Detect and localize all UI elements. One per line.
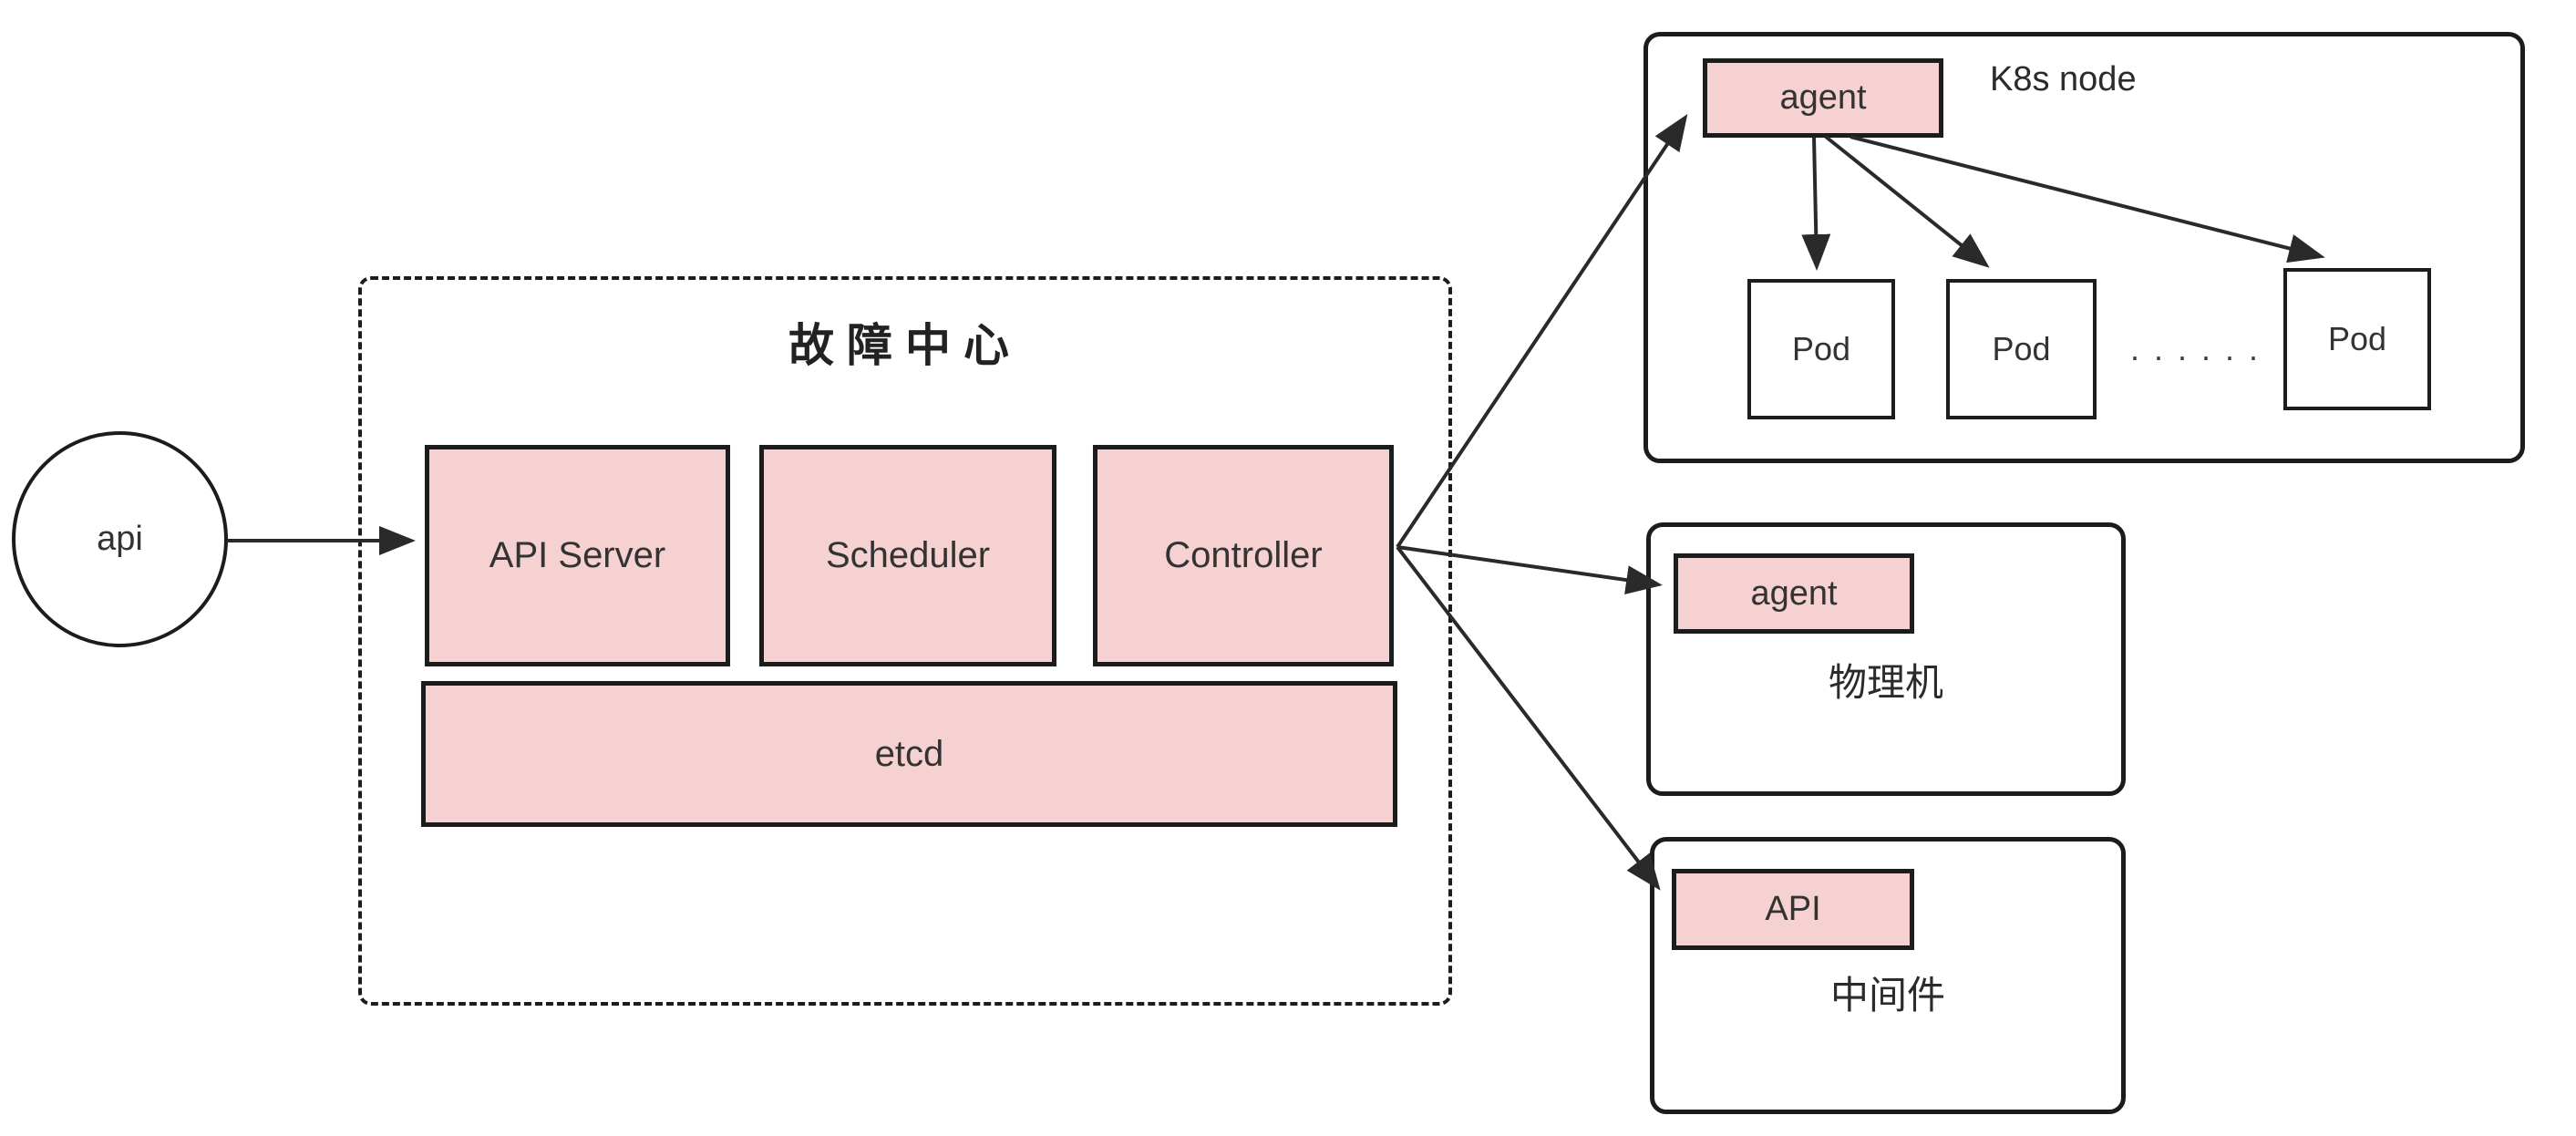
- middleware-api-node: API: [1672, 869, 1914, 950]
- api-circle-label: api: [97, 520, 143, 558]
- k8s-node-group: agent K8s node Pod Pod ······ Pod: [1643, 32, 2525, 463]
- k8s-node-title: K8s node: [1990, 60, 2137, 98]
- fault-center-title: 故障中心: [788, 320, 1022, 371]
- pods-ellipsis: ······: [2129, 337, 2272, 375]
- controller-label: Controller: [1164, 535, 1323, 575]
- controller-node: Controller: [1093, 445, 1394, 666]
- pod-1-label: Pod: [1791, 330, 1851, 367]
- middleware-title: 中间件: [1829, 974, 1945, 1017]
- api-server-label: API Server: [489, 535, 666, 575]
- scheduler-node: Scheduler: [759, 445, 1056, 666]
- k8s-agent-node: agent: [1703, 58, 1943, 138]
- etcd-label: etcd: [874, 733, 944, 774]
- fault-center-group: 故障中心 API Server Scheduler Controller etc…: [358, 276, 1452, 1006]
- pod-3-label: Pod: [2327, 320, 2387, 357]
- physical-machine-group: agent 物理机: [1646, 522, 2126, 796]
- etcd-node: etcd: [421, 681, 1397, 827]
- api-server-node: API Server: [425, 445, 730, 666]
- middleware-group: API 中间件: [1650, 837, 2126, 1114]
- physical-agent-label: agent: [1750, 573, 1838, 613]
- physical-machine-title: 物理机: [1828, 661, 1943, 704]
- scheduler-label: Scheduler: [825, 535, 991, 575]
- api-circle: api: [12, 431, 228, 647]
- pod-node-2: Pod: [1946, 279, 2097, 419]
- k8s-agent-label: agent: [1779, 78, 1867, 117]
- pod-node-3: Pod: [2283, 268, 2431, 410]
- physical-agent-node: agent: [1674, 553, 1914, 634]
- pod-2-label: Pod: [1992, 330, 2051, 367]
- pod-node-1: Pod: [1747, 279, 1895, 419]
- middleware-api-label: API: [1765, 890, 1821, 928]
